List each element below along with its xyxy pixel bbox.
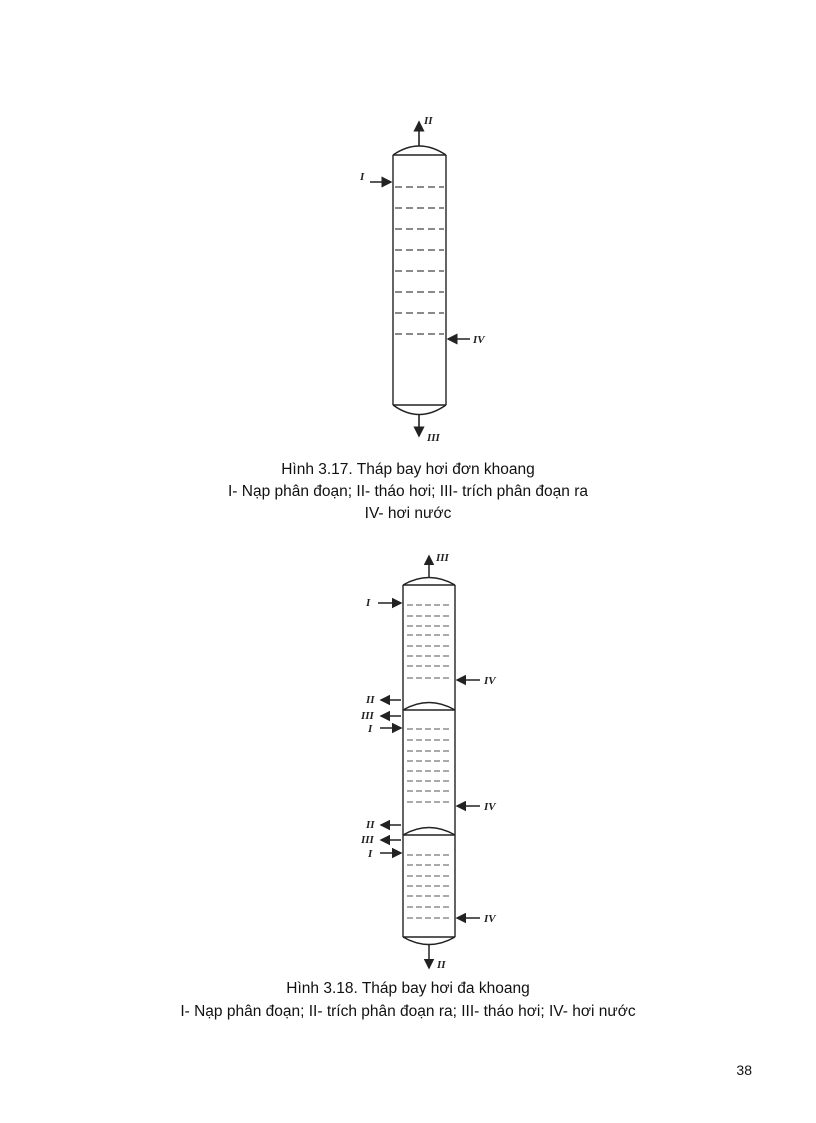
section1-trays bbox=[407, 604, 452, 679]
figure-3-17-title: Hình 3.17. Tháp bay hơi đơn khoang bbox=[281, 461, 535, 478]
label-section2-draw: II bbox=[365, 694, 375, 706]
label-section1-steam: IV bbox=[483, 675, 497, 687]
label-top-outlet: III bbox=[435, 552, 450, 564]
label-steam-inlet: IV bbox=[472, 334, 486, 346]
label-section3-draw: II bbox=[365, 819, 375, 831]
figure-3-17-diagram: II I IV III bbox=[359, 115, 486, 444]
section2-trays bbox=[407, 728, 452, 803]
label-section2-vapor: III bbox=[360, 710, 375, 722]
label-section1-feed: I bbox=[365, 597, 371, 609]
label-section3-vapor: III bbox=[360, 834, 375, 846]
page-number: 38 bbox=[736, 1062, 752, 1078]
section3-trays bbox=[407, 854, 452, 919]
label-section2-steam: IV bbox=[483, 801, 497, 813]
single-tower-streams bbox=[370, 120, 470, 438]
figure-3-17-legend-line2: IV- hơi nước bbox=[364, 505, 452, 522]
figure-3-17-legend-line1: I- Nạp phân đoạn; II- tháo hơi; III- trí… bbox=[228, 483, 588, 500]
multi-tower-streams bbox=[378, 554, 480, 970]
label-top-outlet: II bbox=[423, 115, 433, 127]
single-tower-trays bbox=[395, 186, 444, 335]
figure-3-18-title: Hình 3.18. Tháp bay hơi đa khoang bbox=[286, 980, 530, 997]
label-bottom-outlet: III bbox=[426, 432, 441, 444]
multi-tower-shell bbox=[402, 576, 456, 946]
figure-3-18-legend: I- Nạp phân đoạn; II- trích phân đoạn ra… bbox=[180, 1003, 636, 1020]
label-section2-feed: I bbox=[367, 723, 373, 735]
label-section3-feed: I bbox=[367, 848, 373, 860]
label-feed-inlet: I bbox=[359, 171, 365, 183]
label-section3-steam: IV bbox=[483, 913, 497, 925]
label-bottom-outlet: II bbox=[436, 959, 446, 971]
